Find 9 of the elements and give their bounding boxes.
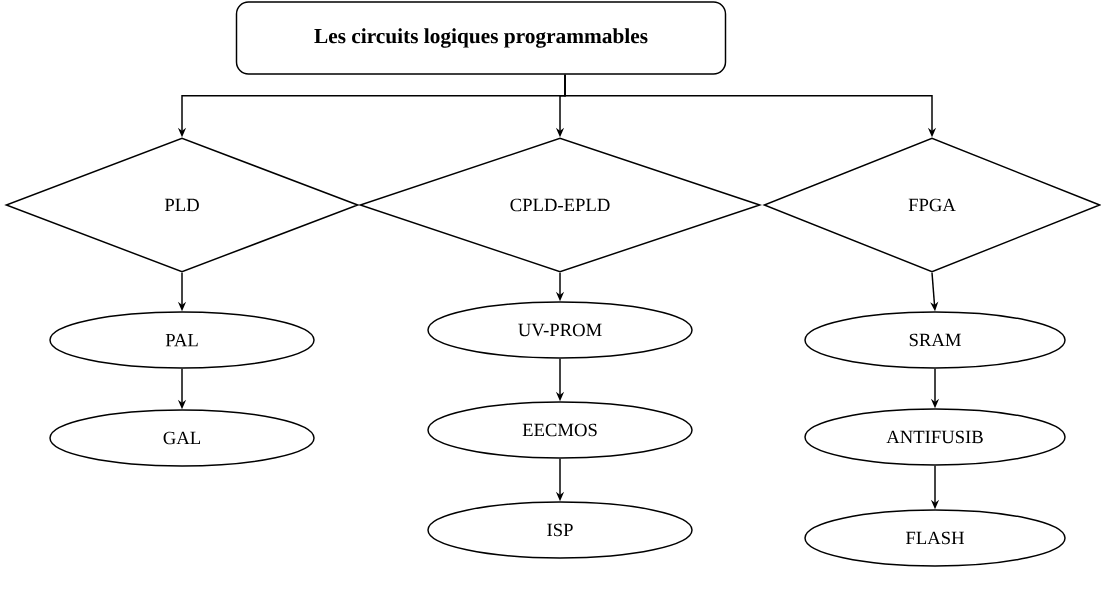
title-box: Les circuits logiques programmables <box>235 1 727 75</box>
ellipse-node: EECMOS <box>427 401 693 459</box>
ellipse-node: FLASH <box>804 509 1066 567</box>
ellipse-node: ISP <box>427 501 693 559</box>
ellipse-node: UV-PROM <box>427 301 693 359</box>
ellipse-node: SRAM <box>804 311 1066 369</box>
ellipse-node: GAL <box>49 409 315 467</box>
ellipse-node: PAL <box>49 311 315 369</box>
ellipse-node: ANTIFUSIB <box>804 408 1066 466</box>
